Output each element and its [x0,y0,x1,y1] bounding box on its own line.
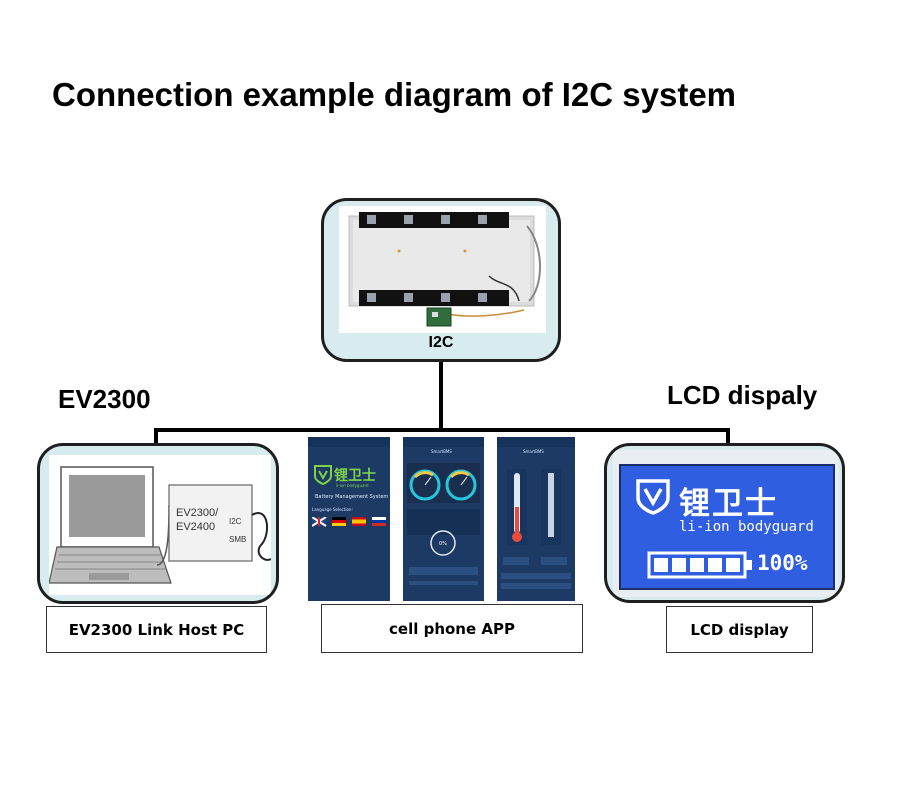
battery-cell [690,558,704,572]
bms-board-frame: I2C [321,198,561,362]
voltage-gauge-icon [409,469,441,501]
phone-status-bar [403,437,484,447]
battery-cells [654,558,740,572]
flag-uk-icon [312,517,327,527]
laptop-and-device-drawing [48,466,272,584]
device-name-line2: EV2400 [176,521,216,533]
ev2300-label: EV2300 [58,384,151,414]
phone-screen-language: 锂卫士 li-ion bodyguard Battery Management … [308,437,390,601]
device-port-i2c: I2C [229,517,242,526]
flag-spain-icon [352,517,366,526]
temperature-title: SmartBMS [523,449,544,454]
temperature-panel [501,469,571,589]
device-name-line1: EV2300/ [176,507,219,519]
flag-russia-icon [372,517,386,526]
phone-screen-temperature: SmartBMS [497,437,575,601]
battery-cell [654,558,668,572]
page-title: Connection example diagram of I2C system [52,76,737,113]
app-brand-en: li-ion bodyguard [336,483,369,488]
soc-ring-icon [430,530,456,556]
caption-phone-app: cell phone APP [321,604,583,653]
caption-host-pc: EV2300 Link Host PC [46,606,267,653]
bms-board-illustration [348,212,541,327]
app-system-title: Battery Management System [315,494,389,500]
phone-screen-dashboard: SmartBMS 0% [403,437,484,601]
app-language-label: Language Selection: [312,507,353,512]
lcd-frame: 锂卫士 li-ion bodyguard 100% [604,443,845,603]
phone-status-bar [308,437,390,447]
current-gauge-icon [445,469,477,501]
lcd-battery-percent: 100% [757,551,808,575]
app-shield-logo-icon [314,465,332,485]
language-flag-icons[interactable] [312,517,388,529]
soc-percent: 0% [439,541,447,547]
lcd-shield-logo-icon [636,479,670,515]
battery-cell [708,558,722,572]
lcd-battery-icon [647,551,752,579]
host-pc-illustration: EV2300/ EV2400 I2C SMB [48,455,272,595]
app-brand-cn: 锂卫士 [334,468,376,484]
host-pc-frame: EV2300/ EV2400 I2C SMB [37,443,279,604]
dashboard-gauges [407,463,480,585]
lcd-brand-cn: 锂卫士 [679,486,778,522]
flag-germany-icon [332,517,346,526]
level-bar-icon [548,473,554,537]
caption-lcd: LCD display [666,606,813,653]
dashboard-title: SmartBMS [431,449,452,454]
battery-cell [672,558,686,572]
lcd-screen: 锂卫士 li-ion bodyguard 100% [619,464,835,590]
device-port-smb: SMB [229,535,247,544]
lcd-brand-en: li-ion bodyguard [679,519,814,535]
phone-status-bar [497,437,575,447]
lcd-bezel: 锂卫士 li-ion bodyguard 100% [613,450,839,597]
battery-cell [726,558,740,572]
bms-board-photo [339,206,546,333]
i2c-module-label: I2C [428,334,454,351]
lcd-display-label: LCD dispaly [667,380,818,410]
